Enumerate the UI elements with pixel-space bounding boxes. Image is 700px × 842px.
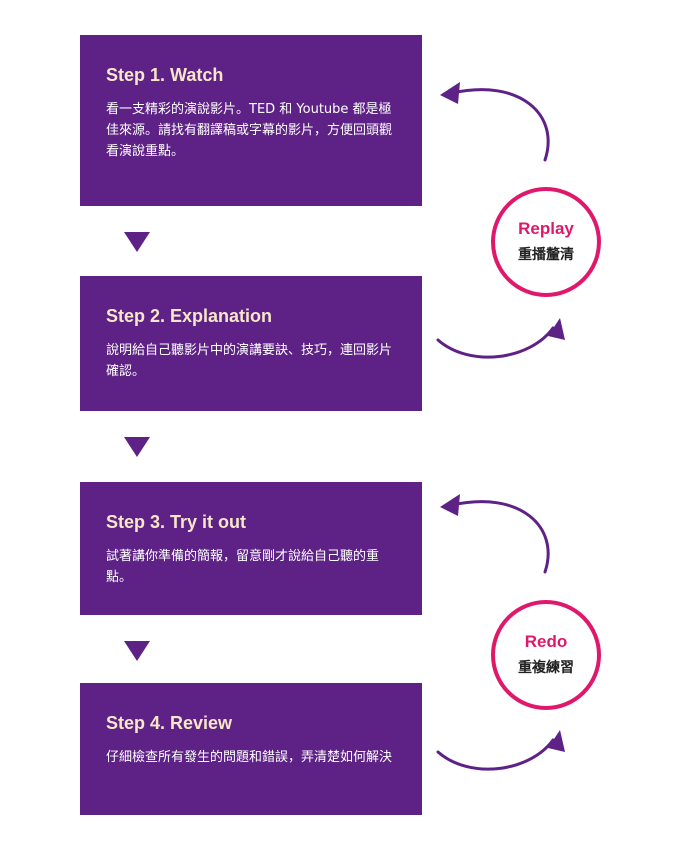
- down-arrow-3: [124, 641, 150, 661]
- step-3-title: Step 3. Try it out: [106, 512, 247, 532]
- redo-return-arrow: [450, 500, 550, 574]
- step-2-box: Step 2. Explanation 說明給自己聽影片中的演講要訣、技巧，連回…: [80, 276, 422, 411]
- step-4-desc: 仔細檢查所有發生的問題和錯誤，弄清楚如何解決: [106, 750, 393, 765]
- replay-circle: Replay 重播釐清: [491, 187, 601, 297]
- replay-forward-arrowhead: [548, 318, 565, 340]
- replay-subtitle: 重播釐清: [518, 247, 574, 263]
- redo-title: Redo: [524, 632, 568, 651]
- replay-forward-arrow: [436, 326, 555, 359]
- step-3-desc: 試著講你準備的簡報，留意剛才說給自己聽的重點。: [106, 549, 380, 585]
- replay-return-arrowhead: [440, 82, 460, 104]
- step-3-box: Step 3. Try it out 試著講你準備的簡報，留意剛才說給自己聽的重…: [80, 482, 422, 615]
- redo-subtitle: 重複練習: [518, 660, 574, 676]
- redo-return-arrowhead: [440, 494, 460, 516]
- replay-title: Replay: [518, 219, 574, 238]
- replay-return-arrow: [450, 88, 550, 162]
- down-arrow-1: [124, 232, 150, 252]
- step-1-title: Step 1. Watch: [106, 65, 224, 85]
- redo-forward-arrowhead: [548, 730, 565, 752]
- step-1-box: Step 1. Watch 看一支精彩的演說影片。TED 和 Youtube 都…: [80, 35, 422, 206]
- step-4-title: Step 4. Review: [106, 713, 233, 733]
- step-2-title: Step 2. Explanation: [106, 306, 273, 326]
- step-4-box: Step 4. Review 仔細檢查所有發生的問題和錯誤，弄清楚如何解決: [80, 683, 422, 815]
- step-2-desc: 說明給自己聽影片中的演講要訣、技巧，連回影片確認。: [106, 343, 393, 379]
- redo-forward-arrow: [436, 738, 555, 771]
- down-arrow-2: [124, 437, 150, 457]
- step-1-desc: 看一支精彩的演說影片。TED 和 Youtube 都是極佳來源。請找有翻譯稿或字…: [106, 102, 393, 159]
- redo-circle: Redo 重複練習: [491, 600, 601, 710]
